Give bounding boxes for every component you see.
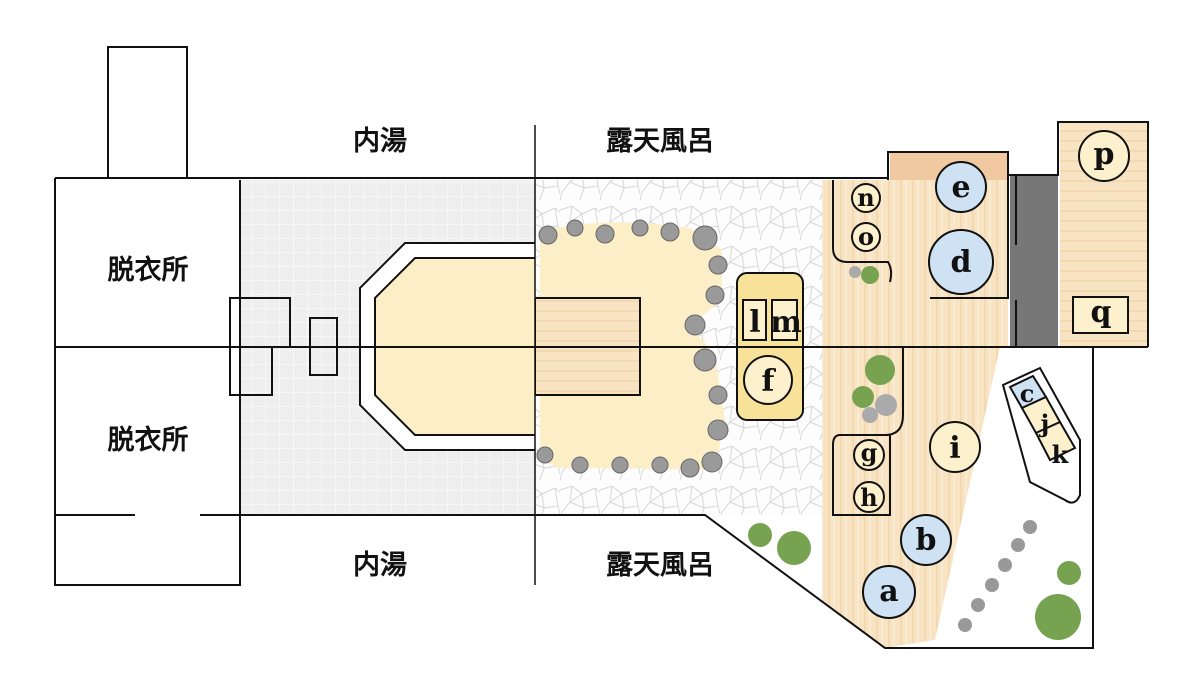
marker-c: c [1020,379,1035,408]
marker-o: o [858,222,874,251]
marker-circles [742,130,1130,619]
marker-k: k [1052,440,1070,469]
marker-h: h [860,483,877,512]
marker-f: f [762,364,777,399]
trees [748,266,1081,640]
marker-a: a [879,574,898,609]
marker-g: g [861,438,878,467]
boat-sections [1008,374,1077,462]
label-changing-room-bottom: 脱衣所 [108,424,189,456]
label-indoor-bath-bottom: 内湯 [353,550,407,581]
stepping-stones [958,520,1037,632]
marker-n: n [857,183,874,212]
label-changing-room-top: 脱衣所 [108,254,189,286]
rocks-small [849,266,897,423]
marker-m: m [770,305,802,340]
marker-l: l [749,305,760,340]
dark-wall [1010,175,1058,347]
label-indoor-bath-top: 内湯 [353,126,407,157]
marker-d: d [951,245,972,280]
label-outdoor-bath-top: 露天風呂 [606,126,714,157]
marker-q: q [1091,295,1112,330]
label-outdoor-bath-bottom: 露天風呂 [606,550,714,581]
marker-b: b [916,523,937,558]
marker-p: p [1094,137,1115,172]
walls [54,46,1149,649]
marker-e: e [951,170,970,205]
marker-j: j [1039,409,1050,438]
pond-rocks [536,219,729,478]
marker-i: i [949,431,960,466]
